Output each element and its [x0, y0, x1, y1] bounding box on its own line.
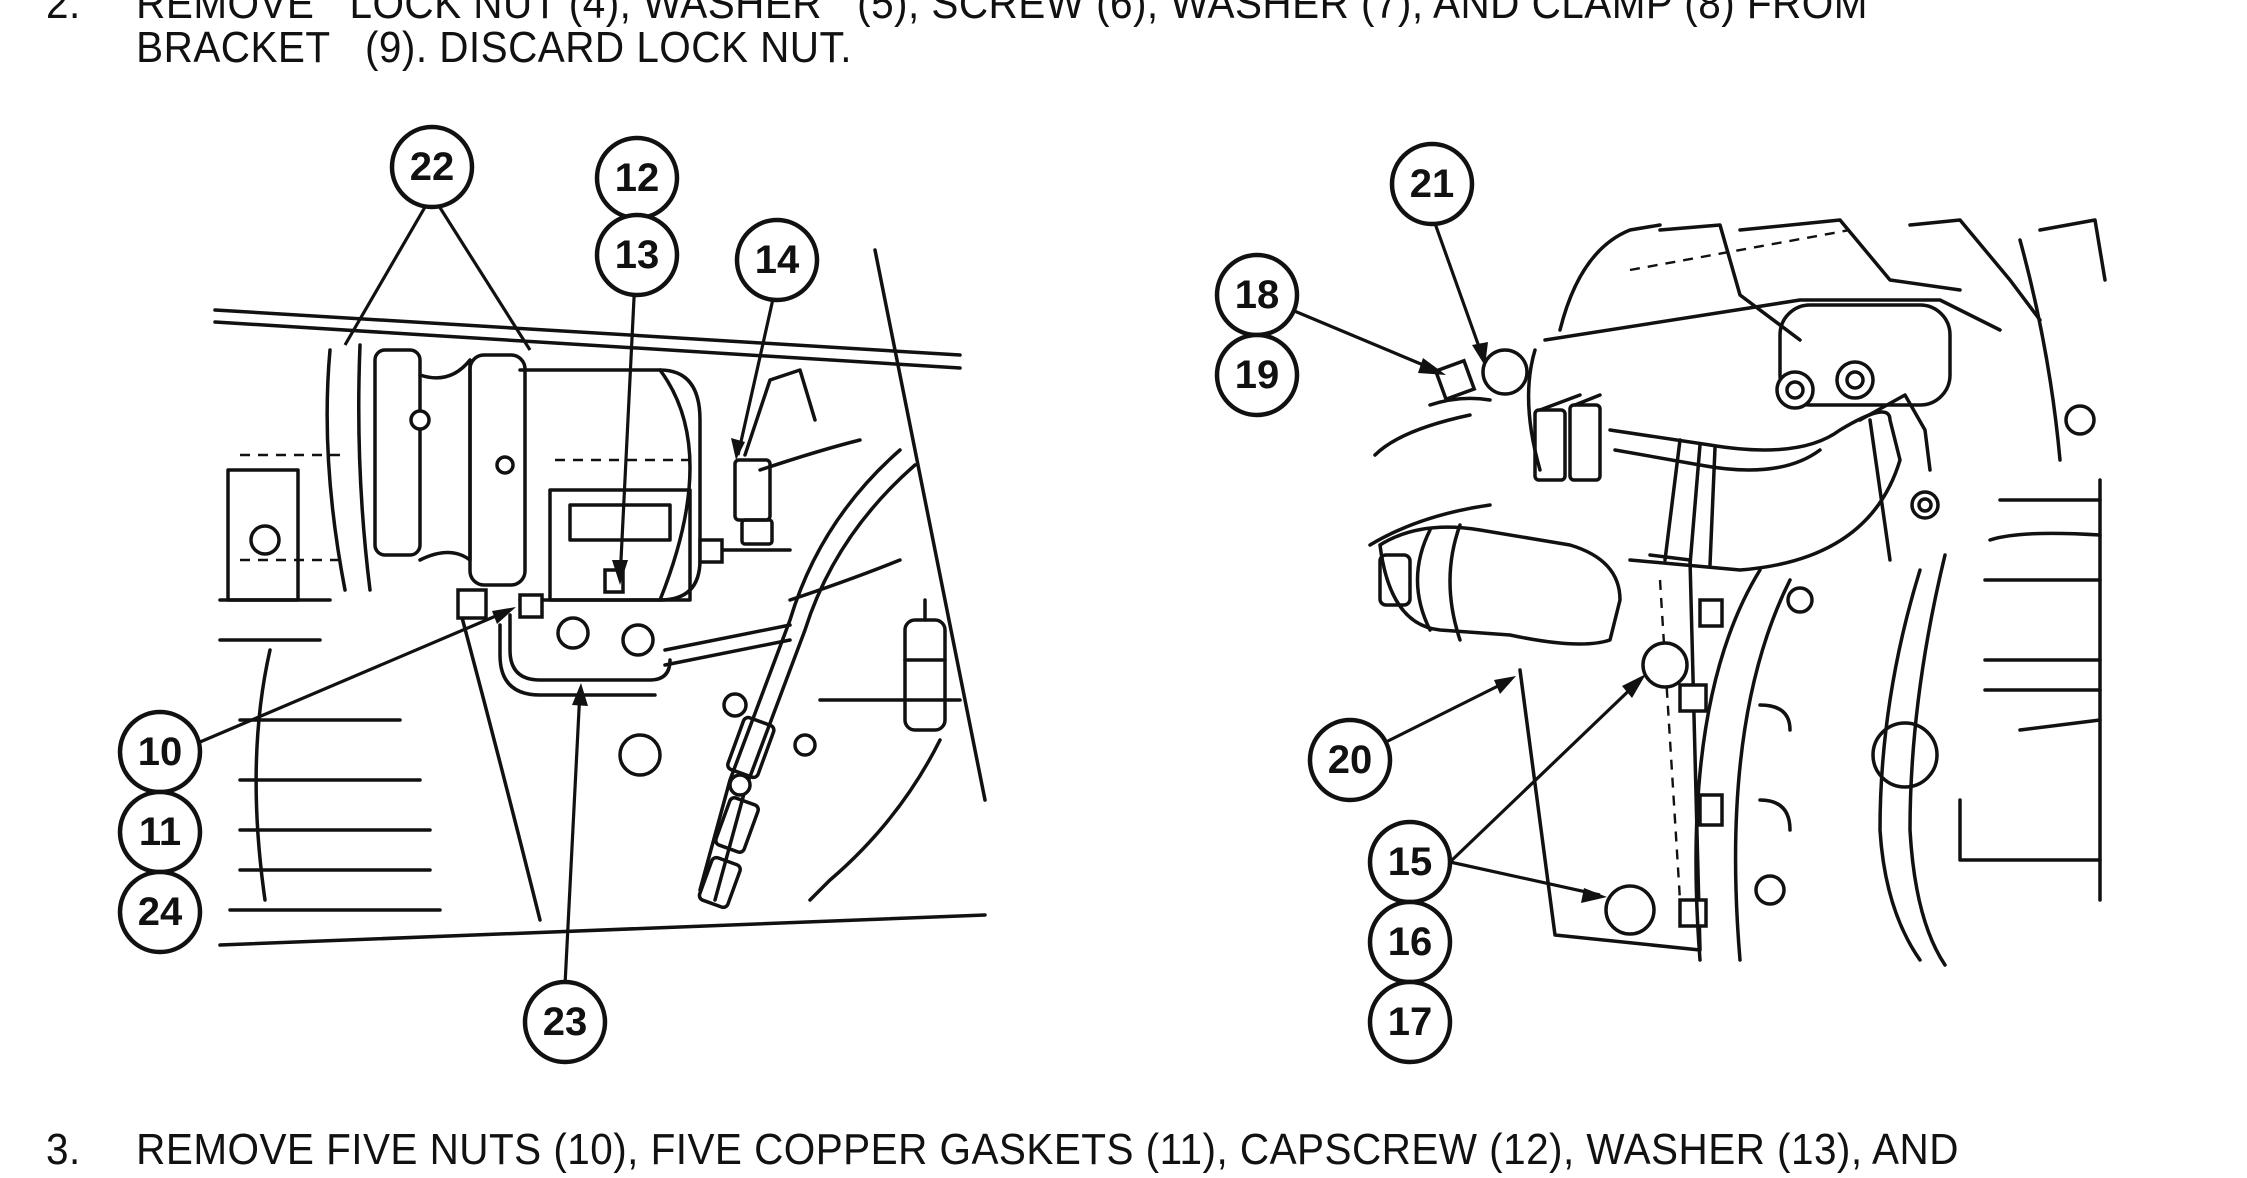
callout-16: 16 [1367, 899, 1453, 985]
svg-text:20: 20 [1328, 738, 1373, 782]
callout-11: 11 [117, 789, 203, 875]
callout-24: 24 [117, 869, 203, 955]
svg-text:16: 16 [1388, 920, 1433, 964]
step-3-number: 3. [46, 1125, 81, 1174]
right-figure-linework [1368, 218, 2107, 967]
callout-10: 10 [117, 709, 203, 795]
svg-text:10: 10 [138, 730, 183, 774]
right-figure-leader-lines [1291, 214, 1646, 903]
step-2-line-1: REMOVE LOCK NUT (4), WASHER (5), SCREW (… [136, 0, 1868, 28]
svg-text:18: 18 [1235, 273, 1280, 317]
step-3-instruction: 3. REMOVE FIVE NUTS (10), FIVE COPPER GA… [0, 1128, 2067, 1178]
left-figure-leader-lines [199, 194, 777, 986]
step-2-number: 2. [46, 0, 81, 28]
svg-text:21: 21 [1410, 162, 1455, 206]
step-3-line-1: REMOVE FIVE NUTS (10), FIVE COPPER GASKE… [136, 1125, 1959, 1174]
callout-12: 12 [594, 135, 680, 221]
svg-text:15: 15 [1388, 840, 1433, 884]
step-2-line-2: BRACKET (9). DISCARD LOCK NUT. [136, 23, 852, 72]
left-figure-linework [213, 248, 987, 947]
callout-20: 20 [1307, 717, 1393, 803]
callout-15: 15 [1367, 819, 1453, 905]
callout-13: 13 [594, 212, 680, 298]
svg-text:13: 13 [615, 233, 660, 277]
callout-22: 22 [389, 124, 475, 210]
svg-text:23: 23 [543, 1000, 588, 1044]
callout-18: 18 [1214, 252, 1300, 338]
svg-text:12: 12 [615, 156, 660, 200]
svg-text:14: 14 [755, 238, 800, 282]
svg-text:24: 24 [138, 890, 183, 934]
svg-text:22: 22 [410, 145, 455, 189]
callout-14: 14 [734, 217, 820, 303]
svg-text:11: 11 [139, 810, 181, 854]
callout-21: 21 [1389, 141, 1475, 227]
svg-text:17: 17 [1388, 1000, 1433, 1044]
step-2-instruction: 2. REMOVE LOCK NUT (4), WASHER (5), SCRE… [0, 0, 2067, 72]
callout-17: 17 [1367, 979, 1453, 1065]
callout-23: 23 [522, 979, 608, 1065]
svg-text:19: 19 [1235, 353, 1280, 397]
callout-19: 19 [1214, 332, 1300, 418]
